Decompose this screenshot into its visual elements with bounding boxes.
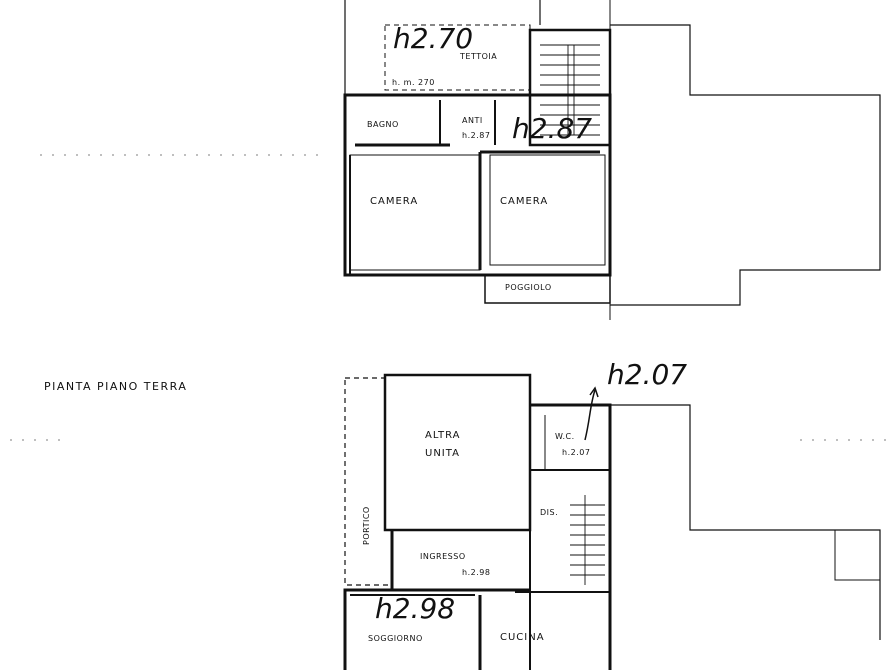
height-note-wc: h2.07 [607, 358, 688, 391]
height-note-tettoia: h2.70 [393, 22, 474, 55]
height-note-anti: h2.87 [512, 112, 593, 145]
wc-height: h.2.07 [562, 448, 591, 457]
height-note-ingresso: h2.98 [375, 592, 456, 625]
floor-title: PIANTA PIANO TERRA [44, 380, 188, 393]
room-label-tettoia: TETTOIA [460, 52, 498, 61]
tettoia-height: h. m. 270 [392, 78, 435, 87]
room-label-wc: W.C. [555, 432, 575, 441]
room-label-altra: ALTRA [425, 430, 461, 441]
room-label-camera-right: CAMERA [500, 196, 549, 207]
room-label-soggiorno: SOGGIORNO [368, 634, 423, 643]
room-label-ingresso: INGRESSO [420, 552, 466, 561]
room-label-poggiolo: POGGIOLO [505, 283, 552, 292]
room-label-dis: DIS. [540, 508, 559, 517]
anti-height: h.2.87 [462, 131, 491, 140]
room-label-anti: ANTI [462, 116, 483, 125]
ingresso-height: h.2.98 [462, 568, 491, 577]
room-label-cucina: CUCINA [500, 632, 545, 643]
room-label-portico: PORTICO [362, 506, 371, 545]
room-label-camera-left: CAMERA [370, 196, 419, 207]
room-label-unita: UNITA [425, 448, 460, 459]
room-label-bagno: BAGNO [367, 120, 399, 129]
